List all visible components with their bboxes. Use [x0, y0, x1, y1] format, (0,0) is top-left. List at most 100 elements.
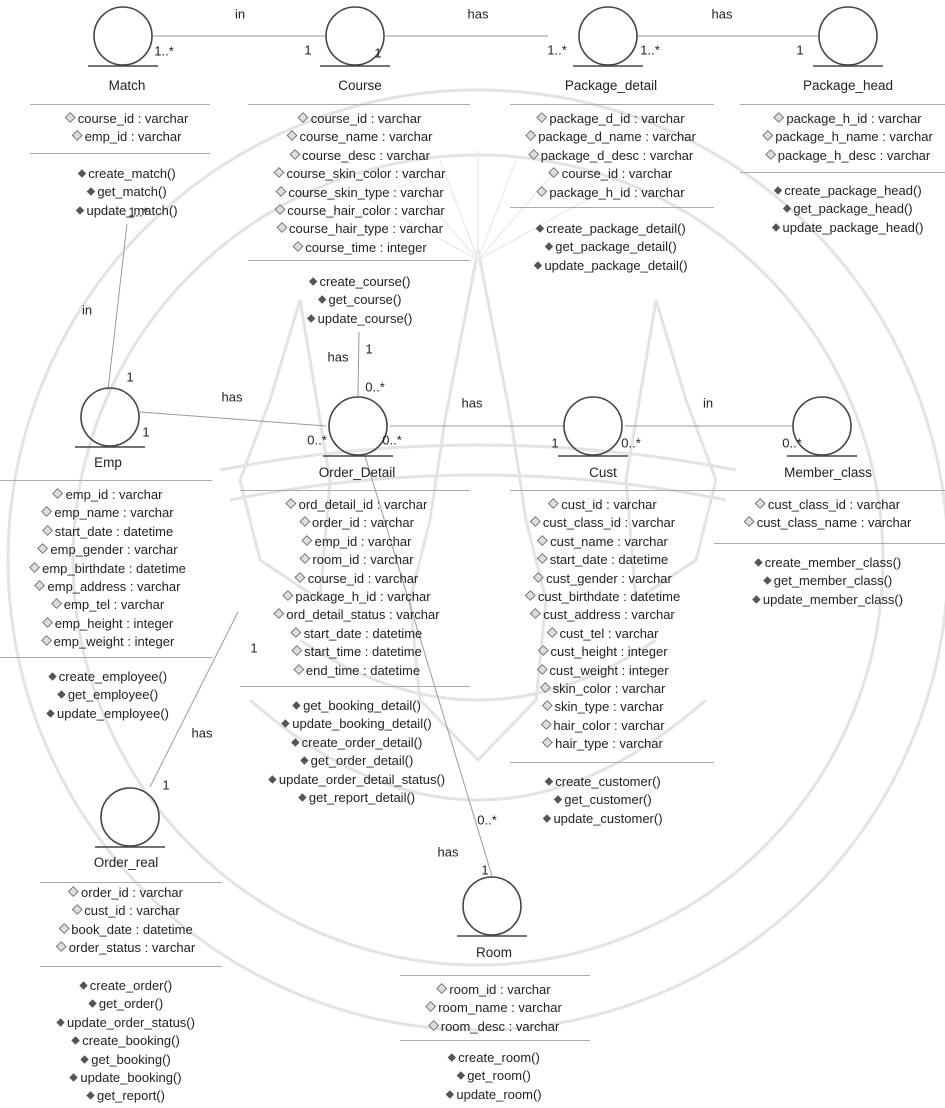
attribute-icon	[528, 149, 539, 160]
attribute-line: end_time : datetime	[274, 662, 439, 680]
attribute-line: order_id : varchar	[274, 514, 439, 532]
multiplicity-label: 0..*	[782, 436, 802, 451]
operation-line: update_booking_detail()	[269, 715, 445, 733]
operation-line: update_room()	[446, 1086, 541, 1104]
attribute-icon	[537, 186, 548, 197]
attribute-icon	[42, 525, 53, 536]
attribute-line: course_skin_type : varchar	[275, 184, 446, 202]
attribute-icon	[547, 627, 558, 638]
operation-icon	[88, 1000, 96, 1008]
attribute-icon	[41, 506, 52, 517]
attribute-line: book_date : datetime	[57, 921, 195, 939]
attribute-line: course_hair_type : varchar	[275, 220, 446, 238]
operation-icon	[536, 224, 544, 232]
attribute-icon	[37, 543, 48, 554]
operation-line: create_package_detail()	[534, 220, 687, 238]
association-label: has	[468, 7, 489, 22]
multiplicity-label: 1	[551, 436, 558, 451]
operation-icon	[72, 1037, 80, 1045]
attribute-line: emp_tel : varchar	[30, 596, 186, 614]
attribute-line: emp_height : integer	[30, 615, 186, 633]
operation-icon	[282, 720, 290, 728]
operation-icon	[298, 793, 306, 801]
class-name: Package_detail	[565, 77, 657, 95]
attribute-line: package_d_id : varchar	[526, 110, 696, 128]
attribute-icon	[765, 149, 776, 160]
operation-line: get_course()	[308, 291, 413, 309]
operation-icon	[291, 738, 299, 746]
attribute-list: room_id : varcharroom_name : varcharroom…	[426, 981, 562, 1036]
operation-icon	[309, 277, 317, 285]
multiplicity-label: 1	[374, 46, 381, 61]
attribute-line: hair_color : varchar	[526, 717, 680, 735]
operation-line: create_order_detail()	[269, 734, 445, 752]
attribute-line: cust_gender : varchar	[526, 570, 680, 588]
attribute-icon	[542, 737, 553, 748]
operation-icon	[447, 1053, 455, 1061]
attribute-icon	[525, 590, 536, 601]
operation-line: update_match()	[76, 202, 177, 220]
operation-icon	[307, 314, 315, 322]
class-name: Member_class	[784, 464, 872, 482]
operation-line: update_package_detail()	[534, 257, 687, 275]
operation-icon	[456, 1072, 464, 1080]
operation-list: create_room()get_room()update_room()	[446, 1049, 541, 1104]
operation-line: create_employee()	[47, 668, 169, 686]
attribute-list: course_id : varcharemp_id : varchar	[66, 110, 189, 147]
operation-line: get_order()	[57, 995, 195, 1013]
multiplicity-label: 0..*	[382, 433, 402, 448]
attribute-icon	[51, 599, 62, 610]
operation-icon	[763, 577, 771, 585]
multiplicity-label: 1	[365, 342, 372, 357]
emp-entity-icon	[81, 388, 139, 446]
attribute-line: course_name : varchar	[275, 128, 446, 146]
attribute-icon	[542, 701, 553, 712]
attribute-icon	[41, 635, 52, 646]
match-entity-icon	[94, 7, 152, 65]
operation-line: get_match()	[76, 183, 177, 201]
multiplicity-label: 1	[304, 43, 311, 58]
operation-line: create_booking()	[57, 1032, 195, 1050]
multiplicity-label: 0..*	[621, 436, 641, 451]
association-label: has	[462, 396, 483, 411]
multiplicity-label: 1	[126, 370, 133, 385]
attribute-line: cust_address : varchar	[526, 606, 680, 624]
attribute-line: order_status : varchar	[57, 939, 195, 957]
attribute-icon	[273, 609, 284, 620]
attribute-icon	[425, 1001, 436, 1012]
operation-line: create_member_class()	[753, 554, 903, 572]
operation-icon	[79, 981, 87, 989]
attribute-line: skin_type : varchar	[526, 698, 680, 716]
attribute-line: room_name : varchar	[426, 999, 562, 1017]
attribute-icon	[540, 719, 551, 730]
attribute-icon	[536, 664, 547, 675]
attribute-line: room_id : varchar	[426, 981, 562, 999]
association-label: has	[222, 390, 243, 405]
attribute-list: package_h_id : varcharpackage_h_name : v…	[763, 110, 933, 165]
operation-icon	[446, 1090, 454, 1098]
operation-line: update_order_status()	[57, 1014, 195, 1032]
attribute-line: emp_id : varchar	[274, 533, 439, 551]
operation-line: create_room()	[446, 1049, 541, 1067]
operation-list: create_package_head()get_package_head()u…	[773, 182, 924, 237]
attribute-line: course_id : varchar	[66, 110, 189, 128]
multiplicity-label: 1	[796, 43, 803, 58]
attribute-icon	[72, 130, 83, 141]
attribute-icon	[291, 627, 302, 638]
attribute-icon	[56, 941, 67, 952]
class-name: Emp	[94, 454, 122, 472]
operation-line: create_order()	[57, 977, 195, 995]
operation-icon	[81, 1055, 89, 1063]
operation-list: create_package_detail()get_package_detai…	[534, 220, 687, 275]
attribute-icon	[298, 112, 309, 123]
attribute-icon	[68, 886, 79, 897]
attribute-line: course_id : varchar	[275, 110, 446, 128]
attribute-line: order_id : varchar	[57, 884, 195, 902]
multiplicity-label: 1	[162, 778, 169, 793]
attribute-icon	[537, 112, 548, 123]
operation-line: get_booking_detail()	[269, 697, 445, 715]
operation-line: get_report()	[57, 1087, 195, 1105]
operation-line: update_member_class()	[753, 591, 903, 609]
operation-list: create_course()get_course()update_course…	[308, 273, 413, 328]
attribute-line: course_desc : varchar	[275, 147, 446, 165]
